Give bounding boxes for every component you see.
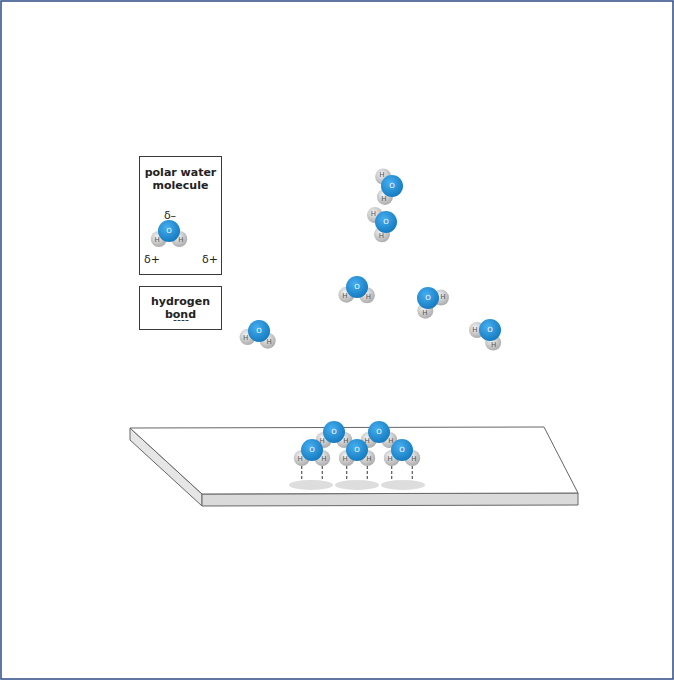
hydrogen-label: H [381,195,386,203]
legend-box: polar water molecule δ– OH Hδ+ δ+ [139,156,222,275]
oxygen-label: O [256,327,262,335]
oxygen-label: O [389,182,395,190]
oxygen-atom [375,211,397,233]
hydrogen-label: H [178,236,183,244]
shadow [381,480,425,490]
hydrogen-label: H [320,437,325,445]
hydrogen-bond [322,466,323,481]
oxygen-atom [158,220,180,242]
hydrogen-label: H [379,232,384,240]
hydrogen-bond [301,466,302,481]
oxygen-label: O [487,326,493,334]
hydrogen-label: H [155,236,160,244]
plate-front [202,493,578,506]
plate-top [130,427,578,494]
hydrogen-label: H [365,437,370,445]
oxygen-atom [346,276,368,298]
hydrogen-label: H [243,334,248,342]
hydrogen-label: H [343,437,348,445]
hydrogen-label: H [472,326,477,334]
molecules [151,168,501,466]
legend-symbol: ---- [173,313,189,326]
legend-symbol: δ+ [144,253,160,266]
legend-title: polar water molecule [142,166,219,192]
hydrogen-bond [391,466,392,481]
oxygen-atom [417,287,439,309]
hydrogen-label: H [379,171,384,179]
oxygen-label: O [383,218,389,226]
hydrogen-label: H [491,341,496,349]
oxygen-atom [391,439,413,461]
oxygen-atom [479,319,501,341]
hydrogen-bond [346,466,347,481]
hydrogen-label: H [388,455,393,463]
shadow [289,480,333,490]
hydrogen-label: H [343,455,348,463]
legend-box: hydrogen bond---- [139,286,222,330]
oxygen-label: O [331,428,337,436]
oxygen-label: O [425,294,431,302]
oxygen-label: O [166,227,172,235]
hydrogen-label: H [388,437,393,445]
shadow [335,480,379,490]
legend-symbol: δ+ [202,253,218,266]
oxygen-atom [323,421,345,443]
hydrogen-label: H [422,309,427,317]
oxygen-atom [368,421,390,443]
hydrogen-label: H [366,293,371,301]
hydrogen-label: H [266,338,271,346]
hydrogen-label: H [440,293,445,301]
hydrogen-bonds [302,466,412,481]
oxygen-label: O [354,446,360,454]
oxygen-label: O [376,428,382,436]
legend-symbol: δ– [164,209,176,222]
hydrogen-label: H [371,210,376,218]
hydrogen-label: H [342,292,347,300]
hydrogen-bond [412,466,413,481]
hydrogen-label: H [321,455,326,463]
hydrogen-bond [367,466,368,481]
hydrogen-label: H [366,455,371,463]
hydrogen-label: H [298,455,303,463]
hydrogen-label: H [411,455,416,463]
oxygen-label: O [354,283,360,291]
oxygen-label: O [309,446,315,454]
oxygen-label: O [399,446,405,454]
